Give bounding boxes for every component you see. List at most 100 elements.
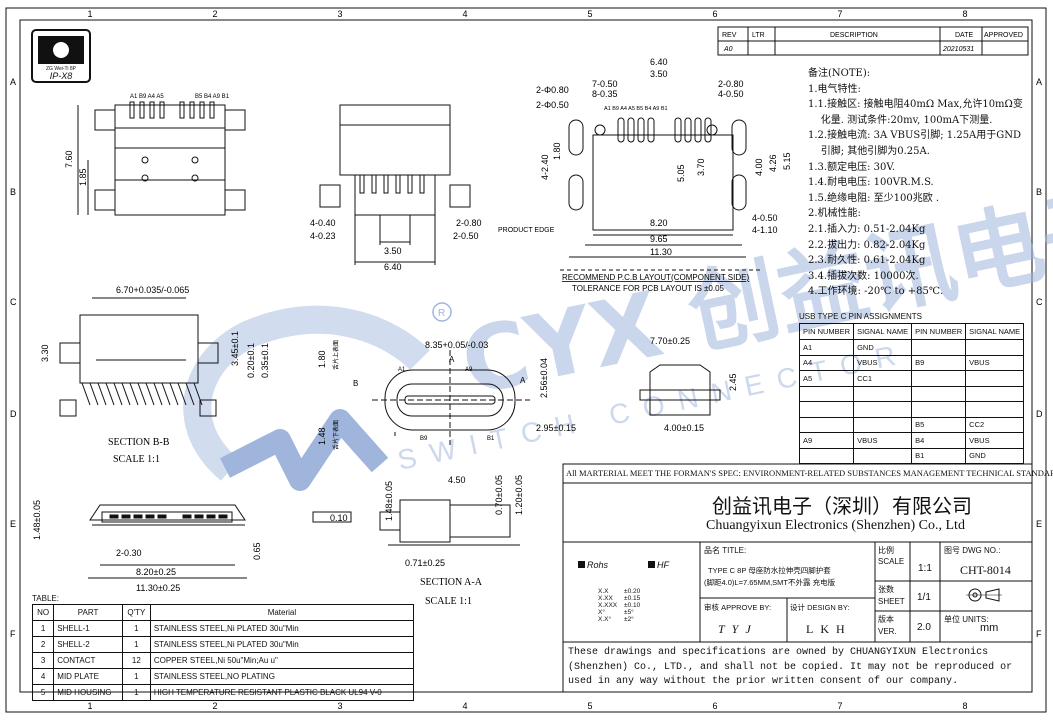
svg-text:R: R	[438, 308, 445, 319]
units-label: 单位 UNITS:	[944, 615, 989, 624]
section-aa-scale: SCALE 1:1	[425, 596, 472, 607]
table-row	[798, 385, 1025, 402]
pcb-caption-2: TOLERANCE FOR PCB LAYOUT IS ±0.05	[572, 284, 725, 293]
table-cell: GND	[965, 447, 1025, 464]
table-cell: STAINLESS STEEL,Ni PLATED 30u"Min	[149, 636, 415, 653]
contact-pin	[383, 174, 389, 194]
hatch-line	[129, 382, 139, 406]
hatch-line	[81, 382, 91, 406]
sheet-value: 1/1	[917, 592, 931, 603]
dim-bb-6-70: 6.70+0.035/-0.065	[116, 285, 189, 295]
pcb-pad	[684, 117, 692, 143]
table-cell: MID HOUSING	[53, 684, 123, 701]
tolerance-format: X.X°	[598, 616, 612, 623]
table-cell: STAINLESS STEEL,NO PLATING	[149, 668, 415, 685]
dim-pcb-4-1-10: 4-1.10	[752, 225, 778, 235]
tolerance-value: ±2°	[624, 616, 634, 623]
dim-front-7-70: 7.70±0.25	[650, 336, 690, 346]
table-cell: CC1	[853, 370, 913, 387]
dim-pcb-5-15: 5.15	[782, 152, 792, 170]
disclaimer-text: These drawings and specifications are ow…	[568, 647, 1013, 687]
contact-section	[109, 514, 119, 519]
tolerance-value: ±0.20	[624, 588, 641, 595]
frame-row-letter: C	[10, 297, 17, 307]
material-table-caption: TABLE:	[32, 594, 59, 603]
dim-pcb-11-30: 11.30	[650, 247, 672, 257]
tolerance-row: X.XX±0.15	[598, 595, 640, 602]
watermark-logo: R	[183, 302, 452, 491]
table-cell: SHELL-1	[53, 620, 123, 637]
table-cell: B5	[911, 416, 967, 433]
table-cell: VBUS	[965, 432, 1025, 449]
note-line: 备注(NOTE):	[808, 68, 871, 79]
dim-pcb-3-70: 3.70	[696, 158, 706, 176]
rev-header-description: DESCRIPTION	[830, 32, 878, 39]
sheet-label: 张数 SHEET	[878, 585, 905, 606]
note-line: 2.2.拔出力: 0.82-2.04Kg	[808, 239, 926, 251]
top-view	[77, 101, 246, 216]
rev-value: A0	[723, 46, 733, 53]
frame-row-letter: A	[10, 77, 16, 87]
frame-col-number: 3	[337, 9, 342, 19]
title-label: 品名 TITLE:	[704, 546, 747, 555]
contact-pin	[179, 101, 185, 119]
dim-bb-3-30: 3.30	[40, 344, 50, 362]
hatch-line	[137, 382, 147, 406]
frame-row-letter: F	[10, 629, 16, 639]
contact-section	[194, 514, 204, 519]
dim-aa-11-30: 11.30±0.25	[136, 583, 180, 593]
dim-aa-0-70: 0.70±0.05	[494, 475, 504, 515]
logo-ipx8-text: IP-X8	[50, 71, 73, 81]
tolerance-format: X°	[598, 609, 605, 616]
contact-pin	[371, 174, 377, 194]
design-value: LKH	[806, 622, 852, 636]
dim-bb-0-35: 0.35±0.1	[260, 343, 270, 378]
dim-front-1-80: 1.80	[317, 350, 327, 368]
frame-col-number: 1	[87, 701, 92, 711]
table-cell	[911, 401, 967, 418]
inner-border	[19, 19, 1033, 693]
rev-header-date: DATE	[955, 32, 973, 39]
table-cell: 4	[31, 668, 55, 685]
pcb-pad	[704, 117, 712, 143]
notes-block: 备注(NOTE):1.电气特性:1.1.接触区: 接触电阻40mΩ Max,允许…	[808, 66, 1028, 300]
frame-row-letter: C	[1036, 297, 1043, 307]
note-line: 1.1.接触区: 接触电阻40mΩ Max,允许10mΩ变	[808, 99, 1023, 111]
hf-label: HF	[657, 560, 669, 570]
dwg-no-value: CHT-8014	[960, 563, 1011, 577]
contact-section	[182, 514, 192, 519]
hatch-line	[161, 382, 171, 406]
dim-pcb-4-26: 4.26	[768, 154, 778, 172]
table-cell: CONTACT	[53, 652, 123, 669]
dim-aa-8-20: 8.20±0.25	[136, 567, 176, 577]
table-cell: A9	[798, 432, 855, 449]
tolerance-format: X.XX	[598, 595, 613, 602]
table-cell: 1	[121, 620, 151, 637]
pcb-caption-1: RECOMMEND P.C.B LAYOUT(COMPONENT SIDE)	[562, 273, 749, 282]
dim-aa-4-50: 4.50	[448, 475, 466, 485]
hatch-line	[89, 382, 99, 406]
dim-side-3-50: 3.50	[384, 246, 402, 256]
dim-aa-flatness: 0.10	[330, 513, 348, 523]
frame-col-number: 6	[712, 701, 717, 711]
frame-col-number: 1	[87, 9, 92, 19]
contact-pin	[149, 101, 155, 119]
tolerance-value: ±5°	[624, 609, 634, 616]
scale-label: 比例 SCALE	[878, 546, 905, 566]
dim-front-8-35: 8.35+0.05/-0.03	[425, 340, 488, 350]
label-a9: A9	[465, 367, 473, 373]
table-cell: 5	[31, 684, 55, 701]
contact-section	[133, 514, 143, 519]
frame-row-letter: D	[10, 409, 17, 419]
pin-table-header-cell: PIN NUMBER	[911, 323, 967, 340]
pin-table-header-cell: SIGNAL NAME	[965, 323, 1025, 340]
table-row	[798, 401, 1025, 418]
contact-section	[218, 514, 228, 519]
label-section-b-left: B	[353, 379, 358, 388]
rohs-square-icon	[578, 561, 585, 568]
dim-front-2-95: 2.95±0.15	[536, 423, 576, 433]
